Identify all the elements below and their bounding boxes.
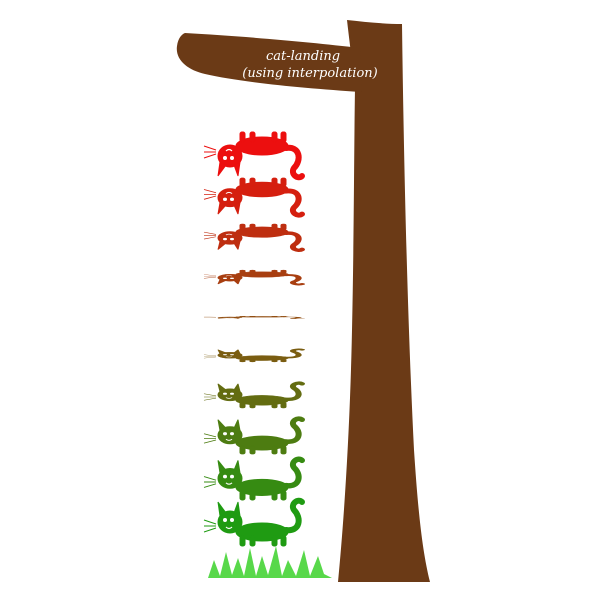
- cat-icon: [204, 501, 302, 546]
- signboard-icon: [176, 33, 362, 92]
- cat-icon: [204, 132, 302, 177]
- cat-icon: [204, 419, 302, 454]
- sign-subtitle: (using interpolation): [242, 66, 377, 81]
- sign-title: cat-landing: [266, 49, 340, 64]
- cat-icon: [204, 270, 302, 284]
- cat-icon: [204, 383, 302, 408]
- cat-icon: [204, 459, 302, 500]
- cat-icon: [204, 178, 302, 215]
- cat-frames: [204, 132, 302, 546]
- tree-trunk-icon: [338, 20, 430, 582]
- cat-icon: [204, 349, 302, 362]
- cat-icon: [204, 316, 302, 319]
- grass-icon: [208, 546, 332, 578]
- cat-icon: [204, 224, 302, 250]
